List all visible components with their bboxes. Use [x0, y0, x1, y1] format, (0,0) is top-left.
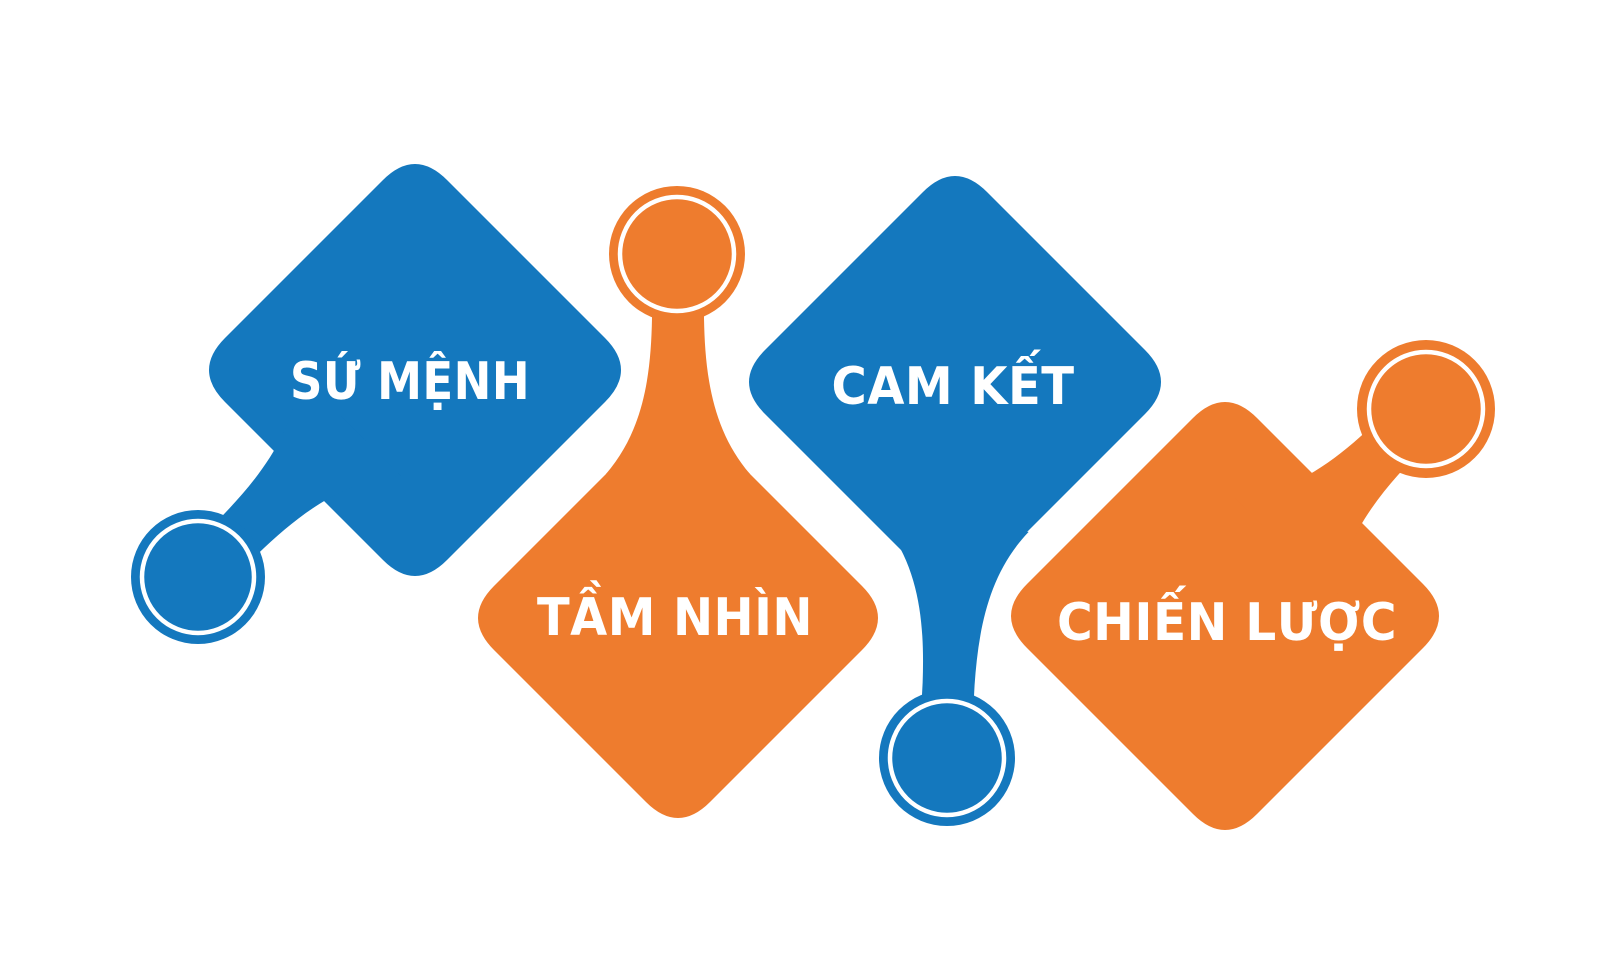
connector-circle: [131, 510, 265, 644]
connector-circle: [609, 186, 745, 322]
puzzle-piece-su-menh: SỨ MỆNH: [131, 164, 621, 644]
label-tam-nhin: TẦM NHÌN: [537, 580, 813, 648]
label-su-menh: SỨ MỆNH: [290, 350, 530, 412]
puzzle-piece-cam-ket: CAM KẾT: [749, 176, 1161, 826]
stem-connector: [197, 374, 401, 578]
diamond-shape: [478, 418, 878, 818]
label-chien-luoc: CHIẾN LƯỢC: [1057, 585, 1397, 653]
connector-circle: [879, 690, 1015, 826]
connector-circle-ring: [617, 194, 737, 314]
connector-circle-ring: [887, 698, 1007, 818]
label-cam-ket: CAM KẾT: [832, 349, 1075, 417]
connector-circle: [1357, 340, 1495, 478]
puzzle-piece-chien-luoc: CHIẾN LƯỢC: [1011, 340, 1495, 830]
connector-circle-ring: [1366, 349, 1486, 469]
connector-circle-ring: [139, 518, 257, 636]
stem-connector: [884, 524, 1029, 735]
diamond-shape: [749, 176, 1161, 588]
stem-connector: [606, 279, 750, 474]
puzzle-piece-tam-nhin: TẦM NHÌN: [478, 186, 878, 818]
